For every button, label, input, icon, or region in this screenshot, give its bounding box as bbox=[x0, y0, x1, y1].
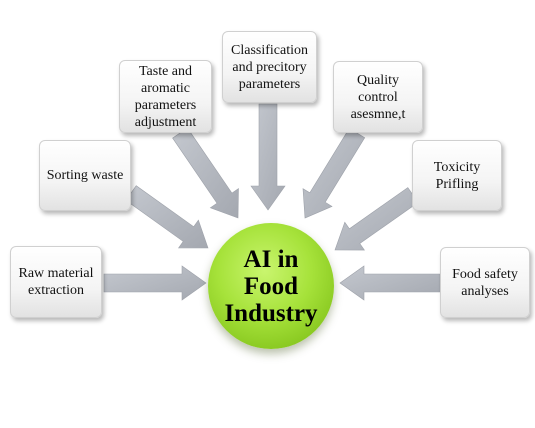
node-classification: Classification and precitory parameters bbox=[222, 31, 317, 103]
node-toxicity: Toxicity Prifling bbox=[412, 140, 502, 211]
arrow-classification bbox=[250, 103, 286, 211]
arrow-food-safety bbox=[339, 265, 441, 301]
node-sorting-waste: Sorting waste bbox=[39, 140, 131, 211]
node-quality-control: Quality control asesmne,t bbox=[333, 61, 423, 133]
arrow-sorting-waste bbox=[125, 185, 209, 249]
node-food-safety: Food safety analyses bbox=[440, 247, 530, 318]
arrow-quality-control bbox=[302, 127, 366, 219]
arrow-toxicity bbox=[334, 187, 419, 251]
node-raw-material: Raw material extraction bbox=[10, 246, 102, 318]
center-hub-ai-in-food-industry: AI in Food Industry bbox=[208, 223, 334, 349]
arrow-taste-aromatic bbox=[172, 127, 239, 219]
arrow-raw-material bbox=[103, 265, 207, 301]
node-taste-aromatic: Taste and aromatic parameters adjustment bbox=[119, 60, 212, 133]
